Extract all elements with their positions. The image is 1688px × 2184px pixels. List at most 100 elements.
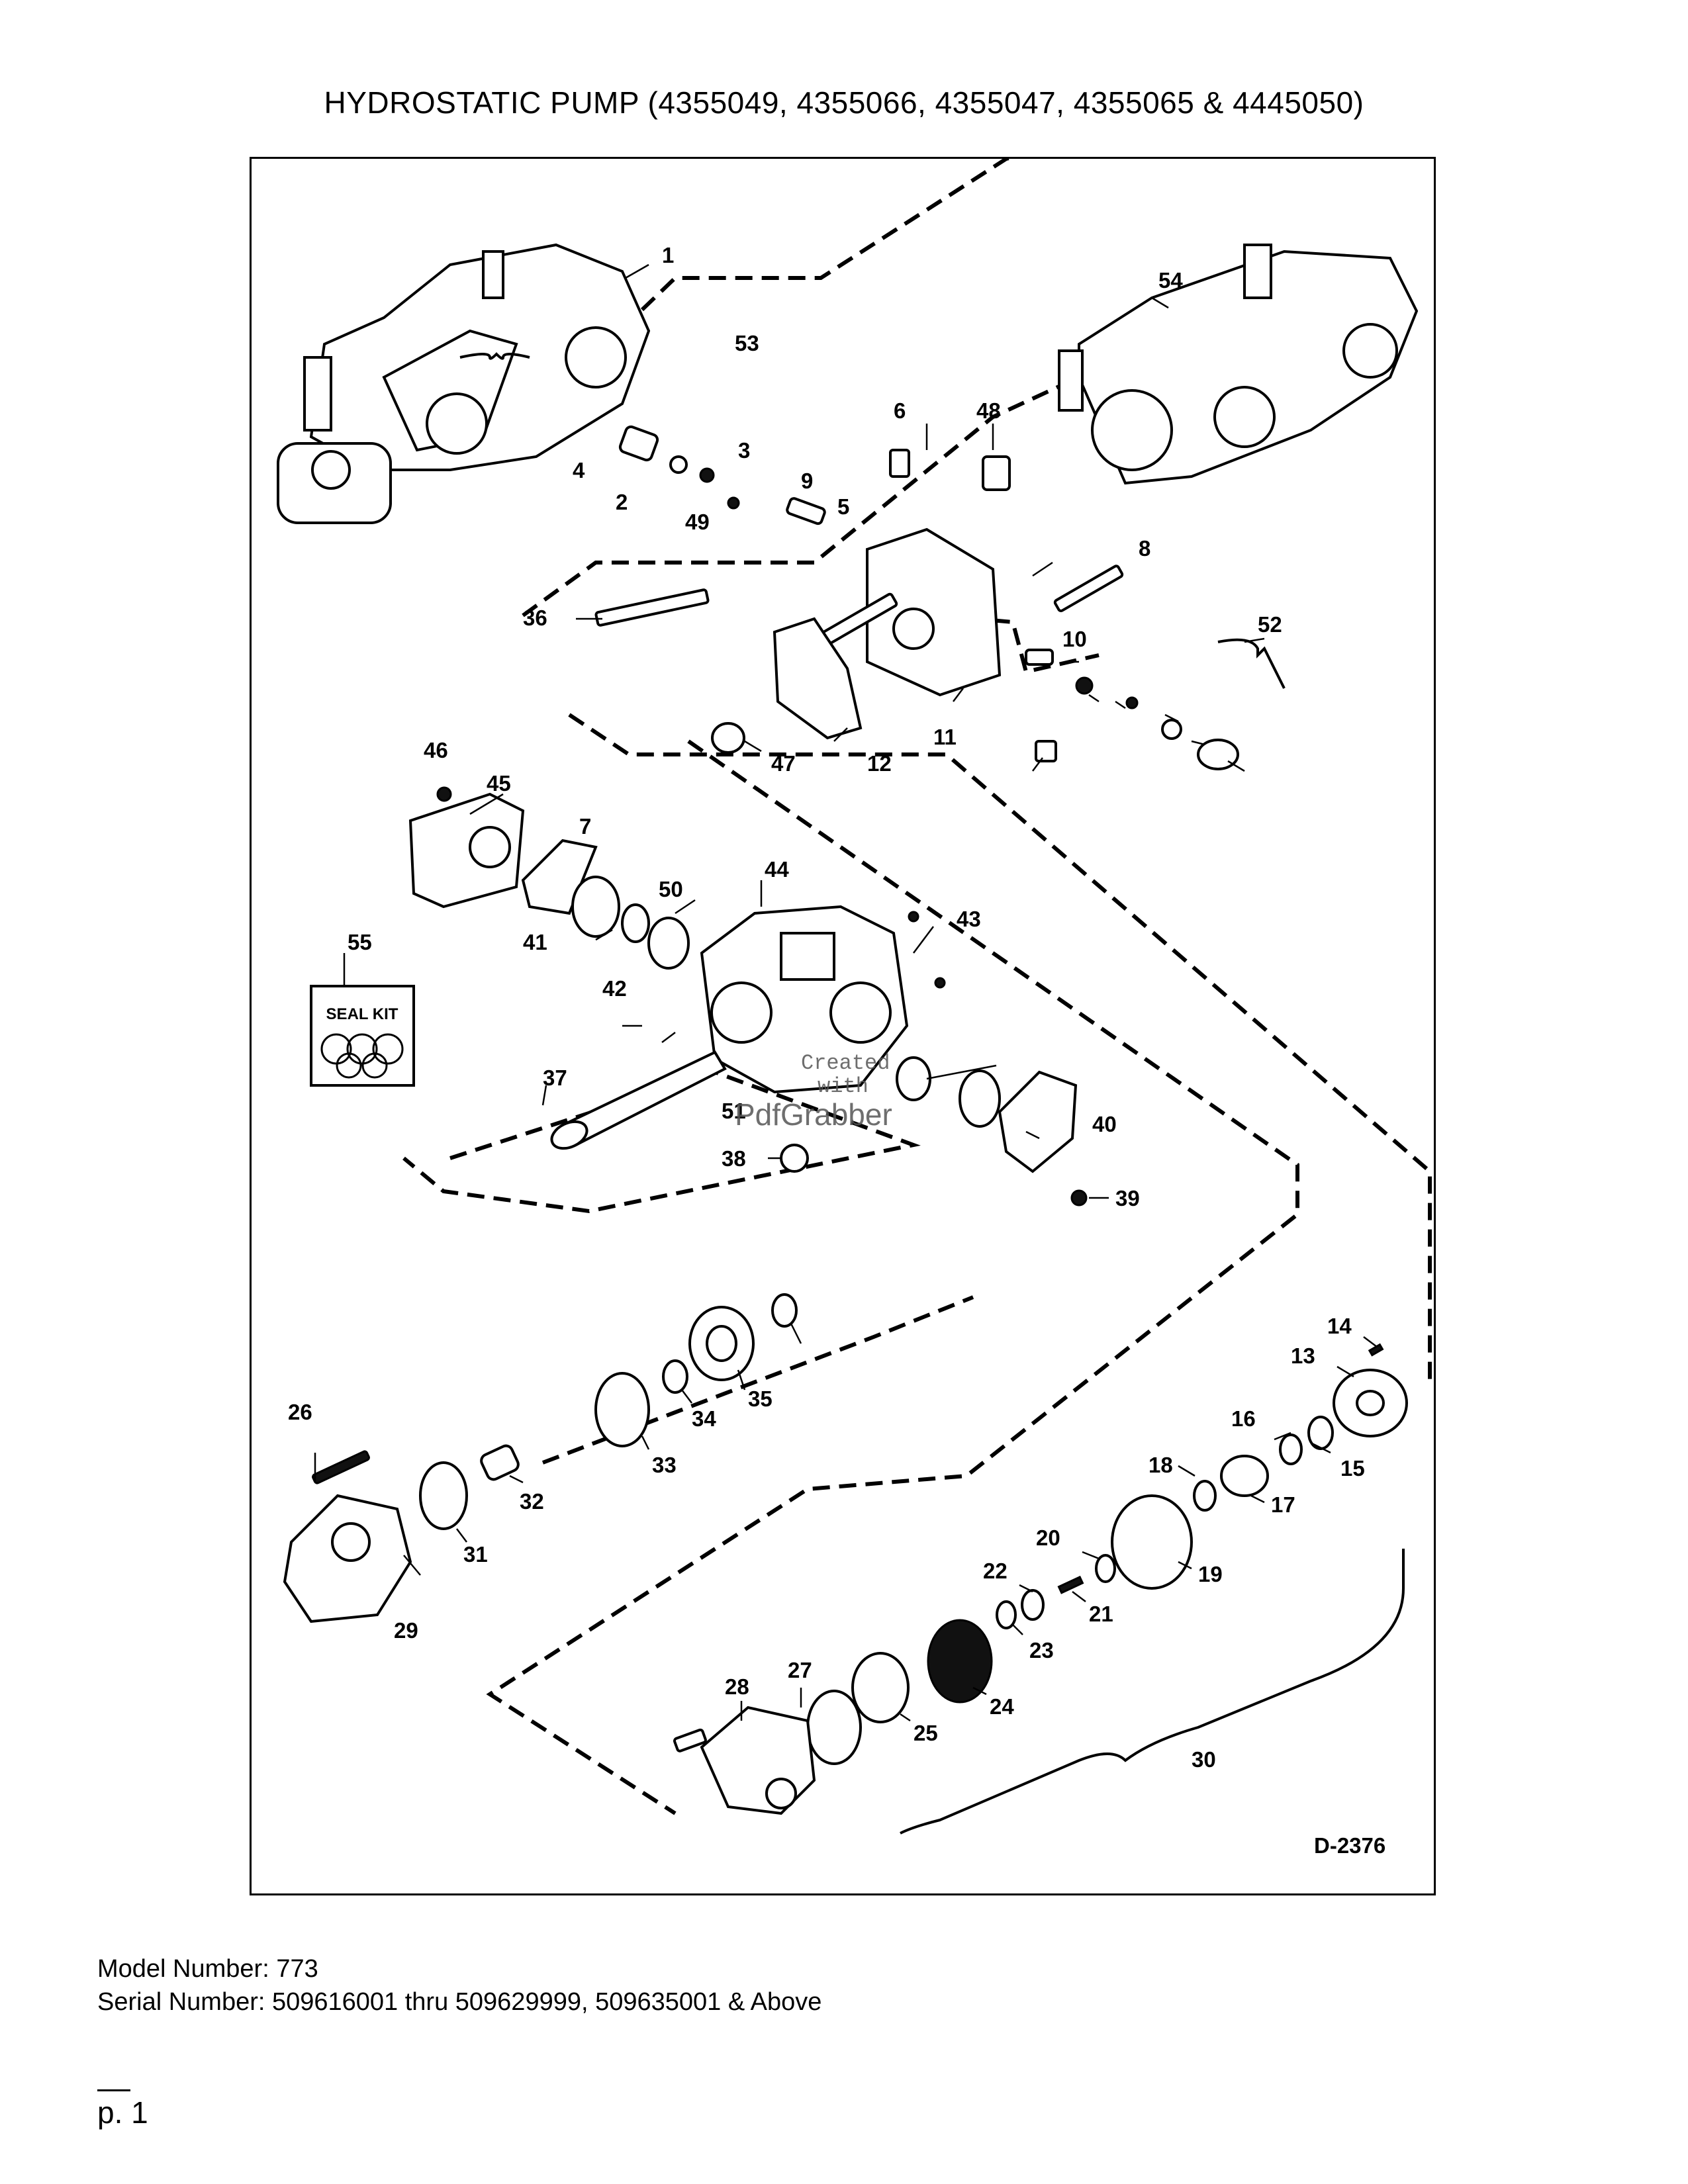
callout-47: 47 bbox=[771, 751, 796, 776]
watermark-line-2: with bbox=[818, 1074, 868, 1099]
callout-39: 39 bbox=[1115, 1186, 1140, 1210]
callout-27: 27 bbox=[788, 1658, 812, 1682]
drive-shaft-37 bbox=[550, 1050, 727, 1150]
callout-14: 14 bbox=[1327, 1314, 1352, 1338]
o-ring-41-left bbox=[571, 876, 620, 938]
pin-14 bbox=[1368, 1343, 1384, 1357]
callout-25: 25 bbox=[914, 1721, 938, 1745]
cylinder-block-19 bbox=[1111, 1494, 1193, 1590]
callout-20: 20 bbox=[1036, 1525, 1060, 1550]
charge-pump-29 bbox=[283, 1494, 412, 1623]
callout-24: 24 bbox=[990, 1694, 1014, 1719]
pump-assembly-54 bbox=[1058, 244, 1419, 485]
page-rule bbox=[97, 2089, 130, 2091]
callout-43: 43 bbox=[957, 907, 981, 931]
seal-50 bbox=[621, 903, 650, 943]
callout-3: 3 bbox=[738, 438, 750, 463]
housing-28 bbox=[673, 1706, 816, 1815]
callout-15: 15 bbox=[1340, 1456, 1365, 1480]
callout-46: 46 bbox=[424, 738, 448, 762]
brace-53 bbox=[459, 352, 530, 360]
leader-lines bbox=[314, 263, 1378, 1722]
bearing-42-right bbox=[896, 1056, 931, 1101]
callout-52: 52 bbox=[1258, 612, 1282, 637]
piston-set-25 bbox=[851, 1652, 910, 1723]
bolt-26 bbox=[312, 1450, 370, 1484]
serial-number: Serial Number: 509616001 thru 509629999,… bbox=[97, 1988, 822, 2016]
callout-45: 45 bbox=[487, 771, 511, 796]
callout-9: 9 bbox=[801, 469, 813, 493]
coupler-32 bbox=[480, 1444, 520, 1481]
callout-19: 19 bbox=[1198, 1562, 1223, 1586]
callout-32: 32 bbox=[520, 1489, 544, 1514]
washer-34-right bbox=[771, 1293, 798, 1328]
callout-13: 13 bbox=[1291, 1343, 1315, 1368]
exploded-parts-diagram: SEAL KIT bbox=[277, 159, 1432, 1858]
callout-labels: 1 2 3 4 5 6 7 8 9 10 11 12 13 14 15 16 1… bbox=[288, 243, 1385, 1858]
callout-31: 31 bbox=[463, 1542, 488, 1567]
callout-29: 29 bbox=[394, 1618, 418, 1643]
bearing-47 bbox=[711, 722, 745, 754]
callout-8: 8 bbox=[1139, 536, 1150, 561]
callout-22: 22 bbox=[983, 1559, 1008, 1583]
callout-54: 54 bbox=[1158, 268, 1183, 293]
snap-ring-33 bbox=[594, 1372, 650, 1447]
callout-12: 12 bbox=[867, 751, 892, 776]
watermark-line-1: Created bbox=[801, 1051, 890, 1075]
watermark-line-3: PdfGrabber bbox=[735, 1097, 892, 1132]
callout-42: 42 bbox=[602, 976, 627, 1001]
brace-52 bbox=[1217, 638, 1286, 689]
callout-40: 40 bbox=[1092, 1112, 1117, 1136]
callout-44: 44 bbox=[765, 857, 789, 882]
callout-10: 10 bbox=[1062, 627, 1087, 651]
spring-17 bbox=[1220, 1455, 1269, 1497]
callout-49: 49 bbox=[685, 510, 710, 534]
pump-assembly-1 bbox=[277, 243, 651, 524]
plug-38 bbox=[780, 1144, 809, 1173]
callout-2: 2 bbox=[616, 490, 628, 514]
callout-26: 26 bbox=[288, 1400, 312, 1424]
washer-16 bbox=[1279, 1433, 1303, 1465]
model-number: Model Number: 773 bbox=[97, 1955, 318, 1983]
callout-33: 33 bbox=[652, 1453, 677, 1477]
callout-51: 51 bbox=[722, 1099, 746, 1123]
callout-36: 36 bbox=[523, 606, 547, 630]
callout-30: 30 bbox=[1192, 1747, 1216, 1772]
page-title: HYDROSTATIC PUMP (4355049, 4355066, 4355… bbox=[324, 85, 1364, 120]
ring-23 bbox=[996, 1600, 1017, 1629]
callout-21: 21 bbox=[1089, 1602, 1113, 1626]
cover-40 bbox=[998, 1070, 1078, 1173]
callout-50: 50 bbox=[659, 877, 683, 901]
retainer-20 bbox=[1095, 1554, 1116, 1583]
callout-23: 23 bbox=[1029, 1638, 1054, 1662]
o-ring-31 bbox=[419, 1461, 468, 1530]
callout-5: 5 bbox=[837, 494, 849, 519]
callout-17: 17 bbox=[1271, 1492, 1295, 1517]
callout-6: 6 bbox=[894, 398, 906, 423]
callout-55: 55 bbox=[348, 930, 372, 954]
bolt-39 bbox=[1070, 1189, 1088, 1206]
washer-34-left bbox=[662, 1359, 688, 1394]
relief-valve-right bbox=[1025, 649, 1239, 770]
drawing-number: D-2376 bbox=[1314, 1833, 1385, 1858]
gasket-12 bbox=[773, 617, 863, 740]
washer-15 bbox=[1307, 1416, 1334, 1450]
callout-53: 53 bbox=[735, 331, 759, 355]
callout-11: 11 bbox=[933, 725, 957, 749]
plate-27 bbox=[806, 1690, 862, 1765]
seal-kit-box: SEAL KIT bbox=[310, 985, 415, 1087]
callout-34: 34 bbox=[692, 1406, 716, 1431]
callout-7: 7 bbox=[579, 814, 591, 839]
valve-plate-24 bbox=[927, 1619, 993, 1704]
watermark: Created with PdfGrabber bbox=[735, 1051, 892, 1132]
swashplate-13-center bbox=[1356, 1390, 1385, 1416]
callout-48: 48 bbox=[976, 398, 1001, 423]
page-number: p. 1 bbox=[97, 2095, 148, 2130]
callout-35: 35 bbox=[748, 1387, 773, 1411]
relief-valve-left bbox=[618, 425, 826, 525]
assembly-lines bbox=[402, 159, 1432, 1815]
pump-housing-44 bbox=[700, 905, 946, 1094]
bearing-42-left bbox=[647, 917, 690, 970]
callout-37: 37 bbox=[543, 1066, 567, 1090]
diagram-frame: SEAL KIT bbox=[250, 157, 1436, 1895]
